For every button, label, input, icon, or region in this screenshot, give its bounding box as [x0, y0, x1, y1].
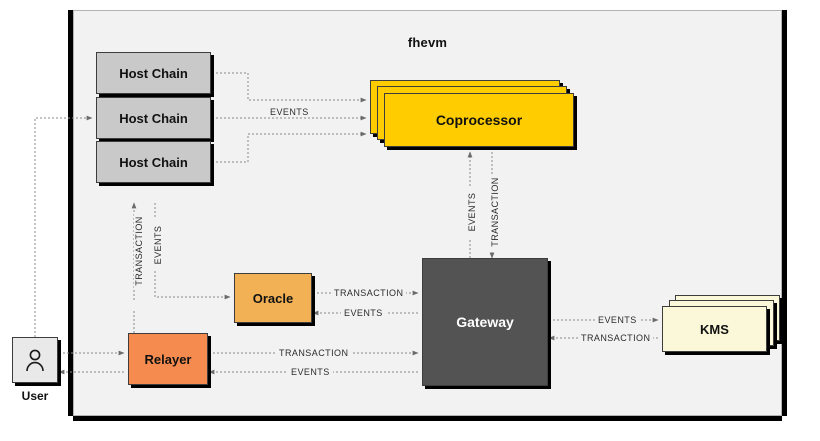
- kms-card-front[interactable]: KMS: [662, 306, 767, 352]
- node-label: Oracle: [252, 290, 294, 306]
- edge-label-hostchain-to-coprocessor: EVENTS: [267, 107, 312, 117]
- wire-hostchain3-to-coprocessor: [212, 131, 367, 163]
- node-host-chain-2[interactable]: Host Chain: [96, 97, 211, 139]
- node-label: KMS: [700, 321, 729, 337]
- node-coprocessor-stack[interactable]: Coprocessor: [370, 80, 575, 152]
- edge-label-coprocessor-transaction-down: TRANSACTION: [490, 174, 500, 250]
- coprocessor-card-front[interactable]: Coprocessor: [384, 93, 574, 147]
- node-label: Host Chain: [119, 154, 188, 170]
- edge-label-relayer-to-gateway: TRANSACTION: [276, 348, 352, 358]
- edge-label-gateway-to-relayer: EVENTS: [288, 367, 333, 377]
- wire-hostchain1-to-coprocessor: [212, 72, 367, 103]
- node-oracle[interactable]: Oracle: [234, 273, 312, 323]
- node-label: Coprocessor: [435, 112, 523, 128]
- node-label: Relayer: [144, 351, 192, 367]
- wire-user-to-hostchain2: [34, 115, 93, 337]
- wire-events-down-to-oracle: [154, 203, 231, 300]
- node-label: Host Chain: [119, 65, 188, 81]
- edge-label-gateway-to-kms: EVENTS: [595, 315, 640, 325]
- edge-label-coprocessor-events-up: EVENTS: [467, 186, 477, 238]
- edge-label-kms-to-gateway: TRANSACTION: [578, 333, 654, 343]
- edge-label-gateway-to-oracle: EVENTS: [341, 308, 386, 318]
- node-host-chain-1[interactable]: Host Chain: [96, 52, 211, 94]
- diagram-title: fhevm: [407, 35, 448, 50]
- node-relayer[interactable]: Relayer: [128, 333, 208, 385]
- edge-label-hostchain-transaction: TRANSACTION: [134, 213, 144, 289]
- edge-label-oracle-to-gateway: TRANSACTION: [331, 288, 407, 298]
- node-kms-stack[interactable]: KMS: [662, 295, 784, 357]
- user-person-icon: [26, 349, 44, 372]
- user-label: User: [21, 389, 49, 403]
- node-label: Gateway: [456, 314, 514, 330]
- node-label: Host Chain: [119, 110, 188, 126]
- edge-label-hostchain-events: EVENTS: [153, 219, 163, 271]
- node-host-chain-3[interactable]: Host Chain: [96, 141, 211, 183]
- node-gateway[interactable]: Gateway: [422, 258, 548, 386]
- node-user[interactable]: [12, 337, 58, 383]
